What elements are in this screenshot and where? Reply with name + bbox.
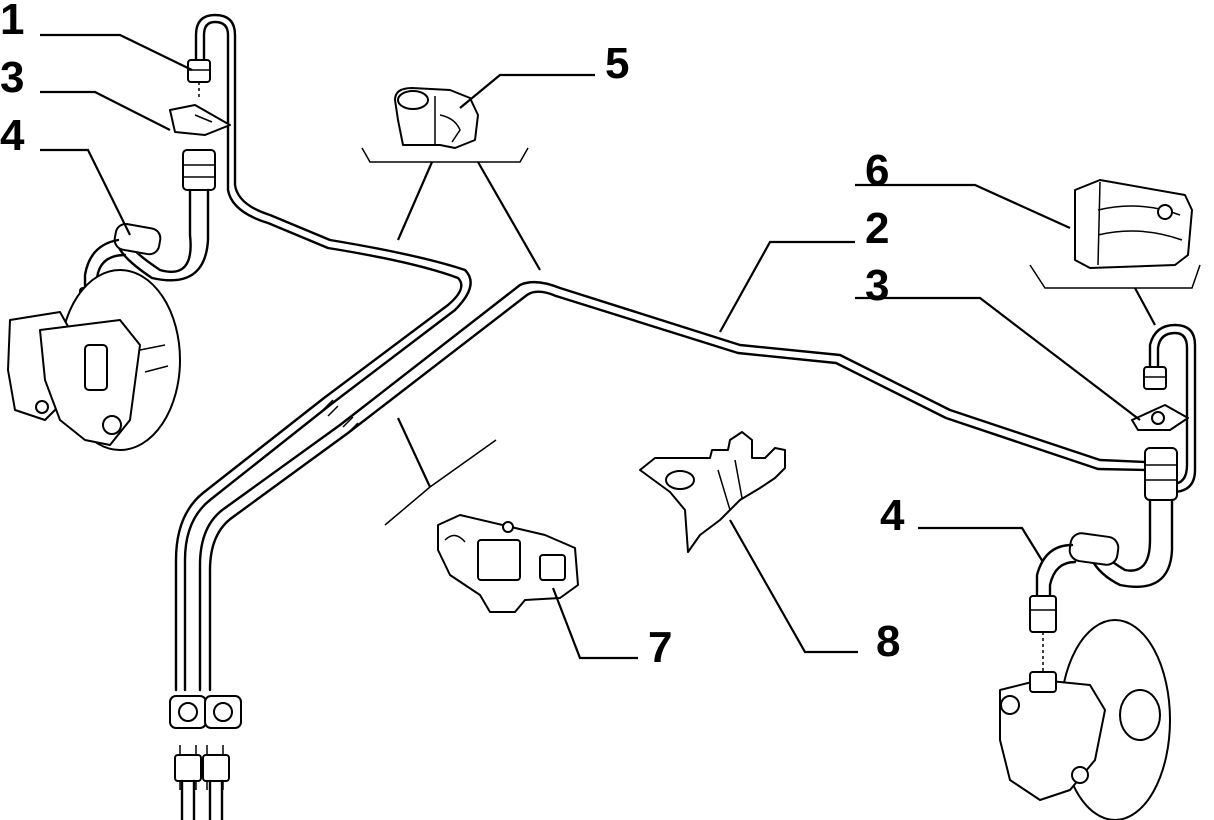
bracket-clip-top-left xyxy=(169,104,231,136)
brake-caliper-left xyxy=(7,269,181,451)
flex-hose-right xyxy=(1029,532,1120,672)
callout-7: 7 xyxy=(648,623,672,672)
flex-hose-fitting-right xyxy=(1090,447,1178,588)
callout-2: 2 xyxy=(865,204,889,253)
mounting-bracket-part-8 xyxy=(639,431,786,553)
callout-8: 8 xyxy=(876,617,900,666)
pipe-break-marks xyxy=(322,399,359,434)
callout-labels: 1 3 4 5 6 2 3 4 7 8 xyxy=(0,0,905,672)
callout-6: 6 xyxy=(865,146,889,195)
leader-lines xyxy=(40,33,1141,660)
callout-4-left: 4 xyxy=(0,111,25,160)
callout-5: 5 xyxy=(605,39,629,88)
callout-3-right: 3 xyxy=(865,261,889,310)
pipe-clip-part-5 xyxy=(394,87,479,149)
flex-hose-fitting-left xyxy=(116,149,216,282)
pipe-clip-part-7 xyxy=(437,514,579,613)
callout-4-right: 4 xyxy=(880,491,905,540)
callout-3-top: 3 xyxy=(0,53,24,102)
pipe-union-nut-top-left xyxy=(187,59,211,100)
group-bracket-lines xyxy=(361,147,1201,526)
pipe-union-nut-right xyxy=(1143,366,1167,390)
pipe-end-fittings-bottom xyxy=(169,695,242,820)
brake-pipe-rear-right-loop xyxy=(1148,323,1197,494)
brake-pipe-front-left xyxy=(174,13,472,692)
pipe-clip-part-6 xyxy=(1074,179,1193,269)
brake-pipe-rear xyxy=(198,280,1147,692)
bracket-clip-right xyxy=(1131,404,1189,431)
callout-1: 1 xyxy=(0,0,24,44)
brake-caliper-right xyxy=(999,619,1171,820)
